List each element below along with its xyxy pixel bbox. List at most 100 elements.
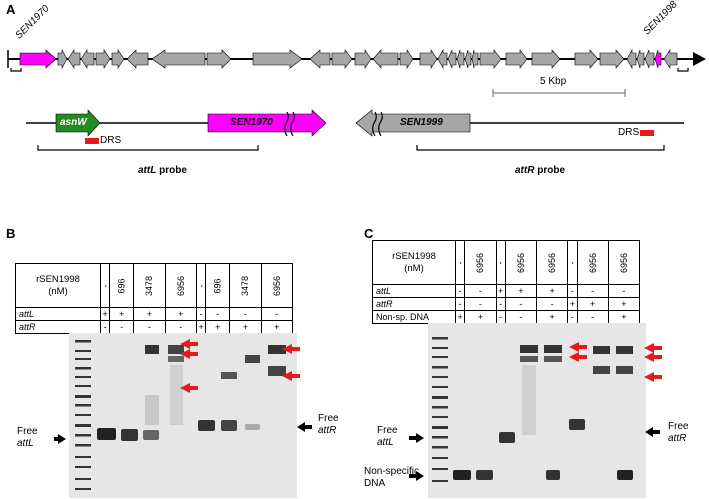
panel-b-conc-0: -	[99, 263, 111, 308]
panel-c-free-attr-name: attR	[668, 433, 687, 444]
panel-b-attr-5: +	[205, 320, 231, 334]
attl-probe-label: attL probe	[138, 165, 187, 176]
panel-letter-b: B	[6, 226, 16, 241]
panel-c-attl-0: -	[454, 284, 466, 298]
sen1999-gene-arrow	[355, 109, 471, 137]
sen1999-label: SEN1999	[400, 117, 443, 128]
break-mark-left-2	[290, 111, 295, 137]
break-mark-right-2	[378, 111, 383, 137]
attr-probe-bracket	[416, 145, 665, 151]
attr-probe-name: attR	[515, 165, 535, 176]
drs-box-right	[640, 130, 654, 136]
panel-c-attr-1: -	[464, 297, 497, 311]
panel-b-attl-6: -	[229, 307, 262, 321]
panel-b-attl-7: -	[260, 307, 294, 321]
panel-c-attl-2: +	[495, 284, 506, 298]
panel-c-attr-6: +	[576, 297, 609, 311]
panel-b-attr-7: +	[260, 320, 294, 334]
panel-b-free-attr-name: attR	[318, 425, 337, 436]
panel-c-attl-5: -	[567, 284, 578, 298]
panel-c-nonspecific-word2: DNA	[364, 478, 386, 489]
panel-b-attr-6: +	[229, 320, 262, 334]
gray-gene-arrows	[57, 48, 655, 70]
panel-letter-a: A	[6, 2, 16, 17]
panel-c-free-attl-name: attL	[377, 437, 394, 448]
panel-c-conc-1: 6956	[464, 240, 497, 285]
drs-label-right: DRS	[618, 127, 640, 138]
panel-c-protein-header: rSEN1998 (nM)	[372, 240, 456, 285]
panel-b-attl-4: -	[195, 307, 207, 321]
panel-b-conc-5: 696	[205, 263, 231, 308]
panel-b-attl-2: +	[133, 307, 166, 321]
panel-c-free-attr-label: Free attR	[668, 421, 689, 445]
panel-c-attr-4: -	[536, 297, 569, 311]
drs-box-left	[85, 138, 99, 144]
panel-b-conc-3: 6956	[164, 263, 197, 308]
panel-b-row-attl-label: attL	[15, 307, 101, 321]
panel-c-attr-0: -	[454, 297, 466, 311]
panel-c-nonsp-1: +	[464, 310, 497, 324]
panel-c-free-attr-word: Free	[668, 421, 689, 432]
scale-label: 5 Kbp	[540, 76, 567, 87]
panel-c-nonsp-5: -	[567, 310, 578, 324]
sen1970-detail-label: SEN1970	[230, 117, 273, 128]
panel-b-free-attr-word: Free	[318, 413, 339, 424]
panel-b-conc-6: 3478	[229, 263, 262, 308]
attr-probe-word: probe	[537, 165, 566, 176]
panel-c-nonsp-2: -	[495, 310, 506, 324]
panel-c-attl-1: -	[464, 284, 497, 298]
panel-c-nonspecific-word1: Non-specific	[364, 466, 420, 477]
panel-c-row-nonsp-label: Non-sp. DNA	[372, 310, 456, 324]
panel-c-conc-2: -	[495, 240, 506, 285]
panel-c-attl-6: -	[576, 284, 609, 298]
panel-b-free-attl-name: attL	[17, 438, 34, 449]
panel-b-free-attr-label: Free attR	[318, 413, 339, 437]
panel-c-conc-0: -	[454, 240, 466, 285]
panel-b-protein-line1: rSEN1998	[36, 273, 80, 285]
panel-c-protein-line2: (nM)	[404, 262, 424, 274]
panel-c-nonsp-3: -	[504, 310, 538, 324]
panel-c-free-attl-label: Free attL	[377, 425, 398, 449]
panel-b-attr-2: -	[133, 320, 166, 334]
attr-probe-label: attR probe	[515, 165, 565, 176]
right-bracket	[677, 68, 689, 72]
chromosome-arrowhead	[693, 52, 706, 66]
panel-c-conc-7: 6956	[607, 240, 641, 285]
panel-b-conc-7: 6956	[260, 263, 294, 308]
drs-label-left: DRS	[100, 135, 122, 146]
panel-b-free-attl-word: Free	[17, 426, 38, 437]
panel-c-attr-2: -	[495, 297, 506, 311]
panel-c-nonsp-0: +	[454, 310, 466, 324]
panel-b-attl-0: +	[99, 307, 111, 321]
panel-c-row-attr-label: attR	[372, 297, 456, 311]
panel-c-attl-3: +	[504, 284, 538, 298]
panel-c-nonsp-6: -	[576, 310, 609, 324]
panel-c-conc-5: -	[567, 240, 578, 285]
panel-b-attr-0: -	[99, 320, 111, 334]
panel-c-attr-7: +	[607, 297, 641, 311]
sen1970-detail-arrow	[207, 109, 327, 137]
panel-c-attl-7: -	[607, 284, 641, 298]
panel-b-conditions-table: rSEN1998 (nM) - 696 3478 6956 - 696 3478…	[15, 263, 294, 334]
sen1998-gene-arrow	[654, 49, 662, 69]
panel-c-attl-4: +	[536, 284, 569, 298]
break-mark-right-1	[372, 111, 377, 137]
panel-b-conc-1: 696	[109, 263, 135, 308]
panel-b-attr-1: -	[109, 320, 135, 334]
panel-b-attl-1: +	[109, 307, 135, 321]
asnw-gene-arrow	[55, 109, 101, 137]
panel-b-conc-4: -	[195, 263, 207, 308]
attl-probe-word: probe	[159, 165, 187, 176]
gray-gene-arrow-last	[663, 49, 678, 69]
panel-c-free-attl-word: Free	[377, 425, 398, 436]
panel-c-conc-4: 6956	[536, 240, 569, 285]
panel-c-conc-3: 6956	[504, 240, 538, 285]
panel-b-attl-5: -	[205, 307, 231, 321]
attl-probe-bracket	[37, 145, 259, 151]
panel-c-conc-6: 6956	[576, 240, 609, 285]
panel-c-nonsp-7: +	[607, 310, 641, 324]
panel-b-conc-2: 3478	[133, 263, 166, 308]
attl-probe-name: attL	[138, 165, 157, 176]
left-bracket	[10, 68, 22, 72]
